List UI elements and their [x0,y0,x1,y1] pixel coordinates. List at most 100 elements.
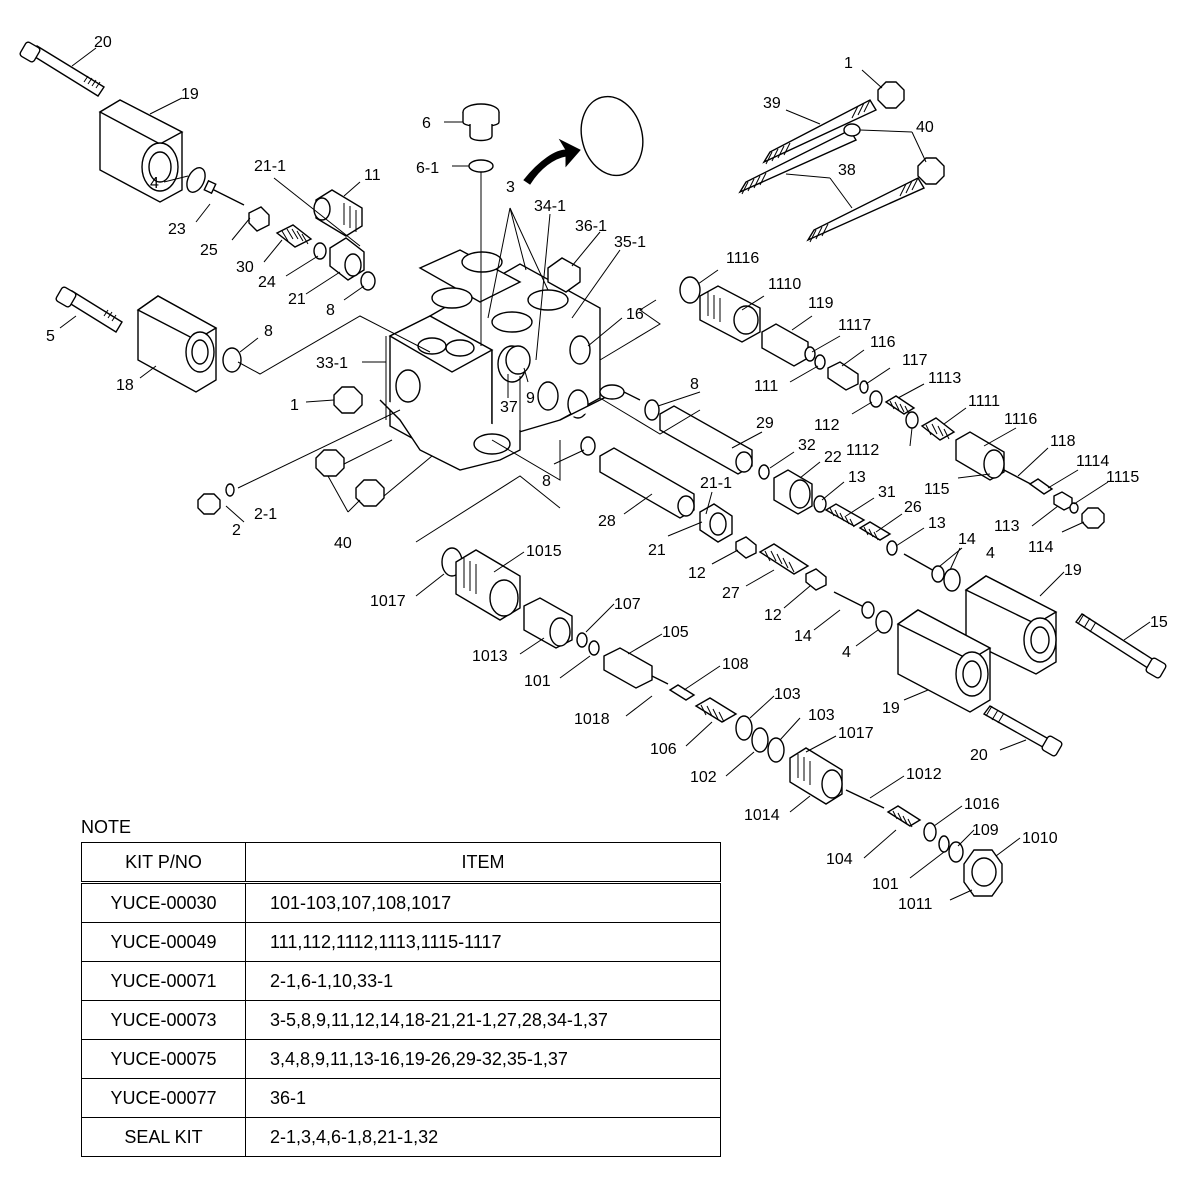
sleeve-1013 [523,597,573,649]
oring-102 [751,727,769,753]
callout-8-upper: 8 [326,302,335,319]
callout-14-upper: 14 [958,531,976,548]
callout-119: 119 [808,295,834,312]
stud-38-b [806,177,926,243]
kit-number: YUCE-00077 [81,1078,246,1118]
oring-107 [576,632,588,648]
callout-118: 118 [1050,433,1076,450]
callout-1115: 1115 [1106,469,1139,486]
callout-21-mid: 21 [648,542,666,559]
callout-40-left: 40 [334,535,352,552]
cap-12-a [735,536,757,559]
plug-11 [313,189,363,237]
adjuster-1116 [955,431,1005,481]
callout-6: 6 [422,115,431,132]
callout-4-top: 4 [150,175,159,192]
callout-117: 117 [902,352,928,369]
header-kit-pno: KIT P/NO [81,842,246,883]
oring-1116-a [679,276,701,304]
callout-18: 18 [116,377,134,394]
washer-40-top [843,123,861,137]
seal-3 [580,95,644,177]
arrow-3 [523,138,581,185]
fitting-9 [505,345,531,375]
callout-111: 111 [754,378,778,395]
callout-13-upper: 13 [848,469,866,486]
body-1014 [789,747,843,805]
callout-11: 11 [364,167,381,184]
oring-32 [758,464,770,480]
spool-29 [659,405,753,475]
kit-number: SEAL KIT [81,1117,246,1157]
cover-19-top [98,99,184,203]
leader-lines [59,47,1151,901]
nut-40-b [355,479,385,507]
stud-39 [762,99,878,165]
callout-25: 25 [200,242,218,259]
oring-117 [859,380,869,394]
callout-3: 3 [506,179,515,196]
callout-26: 26 [904,499,922,516]
callout-15: 15 [1150,614,1168,631]
spring-27 [758,543,810,575]
kit-items: 3,4,8,9,11,13-16,19-26,29-32,35-1,37 [245,1039,721,1079]
cover-18 [136,295,218,393]
oring-1115 [1069,502,1079,514]
cap-12-b [805,568,827,591]
callout-8-lower: 8 [542,473,551,490]
callout-101-right: 101 [872,876,899,893]
callout-22: 22 [824,449,842,466]
callout-1-left: 1 [290,397,299,414]
nut-1-top [877,81,905,109]
callout-1016: 1016 [964,796,1000,813]
callout-4-low: 4 [842,644,851,661]
callout-20-top: 20 [94,34,112,51]
spring-31 [824,503,866,528]
kit-items: 2-1,3,4,6-1,8,21-1,32 [245,1117,721,1157]
callout-4-mid: 4 [986,545,995,562]
oring-103-b [767,737,785,763]
kit-table: KIT P/NO ITEM YUCE-00030 101-103,107,108… [81,842,721,1157]
callout-14-lower: 14 [794,628,812,645]
callout-12-lower: 12 [764,607,782,624]
callout-1017-right: 1017 [838,725,874,742]
callout-101-left: 101 [524,673,551,690]
callout-102: 102 [690,769,717,786]
oring-4-low [875,610,893,634]
callout-8-left: 8 [264,323,273,340]
callout-1116-top: 1116 [726,250,759,267]
callout-12-upper: 12 [688,565,706,582]
spring-104 [886,805,922,828]
table-row: YUCE-00071 2-1,6-1,10,33-1 [81,961,721,1001]
kit-number: YUCE-00075 [81,1039,246,1079]
callout-112: 112 [814,417,840,434]
cover-19-right-lower [896,609,992,713]
oring-111 [814,354,826,370]
callout-21-top: 21 [288,291,306,308]
oring-8-low [580,436,596,456]
callout-103-lower: 103 [808,707,835,724]
washer-109 [948,841,964,863]
callout-38: 38 [838,162,856,179]
callout-33-1: 33-1 [316,355,348,372]
header-item: ITEM [245,842,721,883]
bolt-15 [1074,613,1167,679]
bolt-14-a [903,553,945,583]
spring-108 [694,697,738,723]
spool-119 [761,323,809,367]
callout-1018: 1018 [574,711,610,728]
callout-19-lower: 19 [882,700,900,717]
callout-1116-right: 1116 [1004,411,1037,428]
spring-1018 [668,684,696,701]
callout-28: 28 [598,513,616,530]
kit-items: 111,112,1112,1113,1115-1117 [245,922,721,962]
kit-number: YUCE-00049 [81,922,246,962]
callout-20-lower: 20 [970,747,988,764]
bolt-20-top [19,41,105,97]
plug-21-mid [699,503,733,543]
nut-40-top [917,157,945,185]
callout-1117: 1117 [838,317,871,334]
callout-1112: 1112 [846,442,879,459]
callout-116: 116 [870,334,896,351]
oring-8-mid [644,399,660,421]
